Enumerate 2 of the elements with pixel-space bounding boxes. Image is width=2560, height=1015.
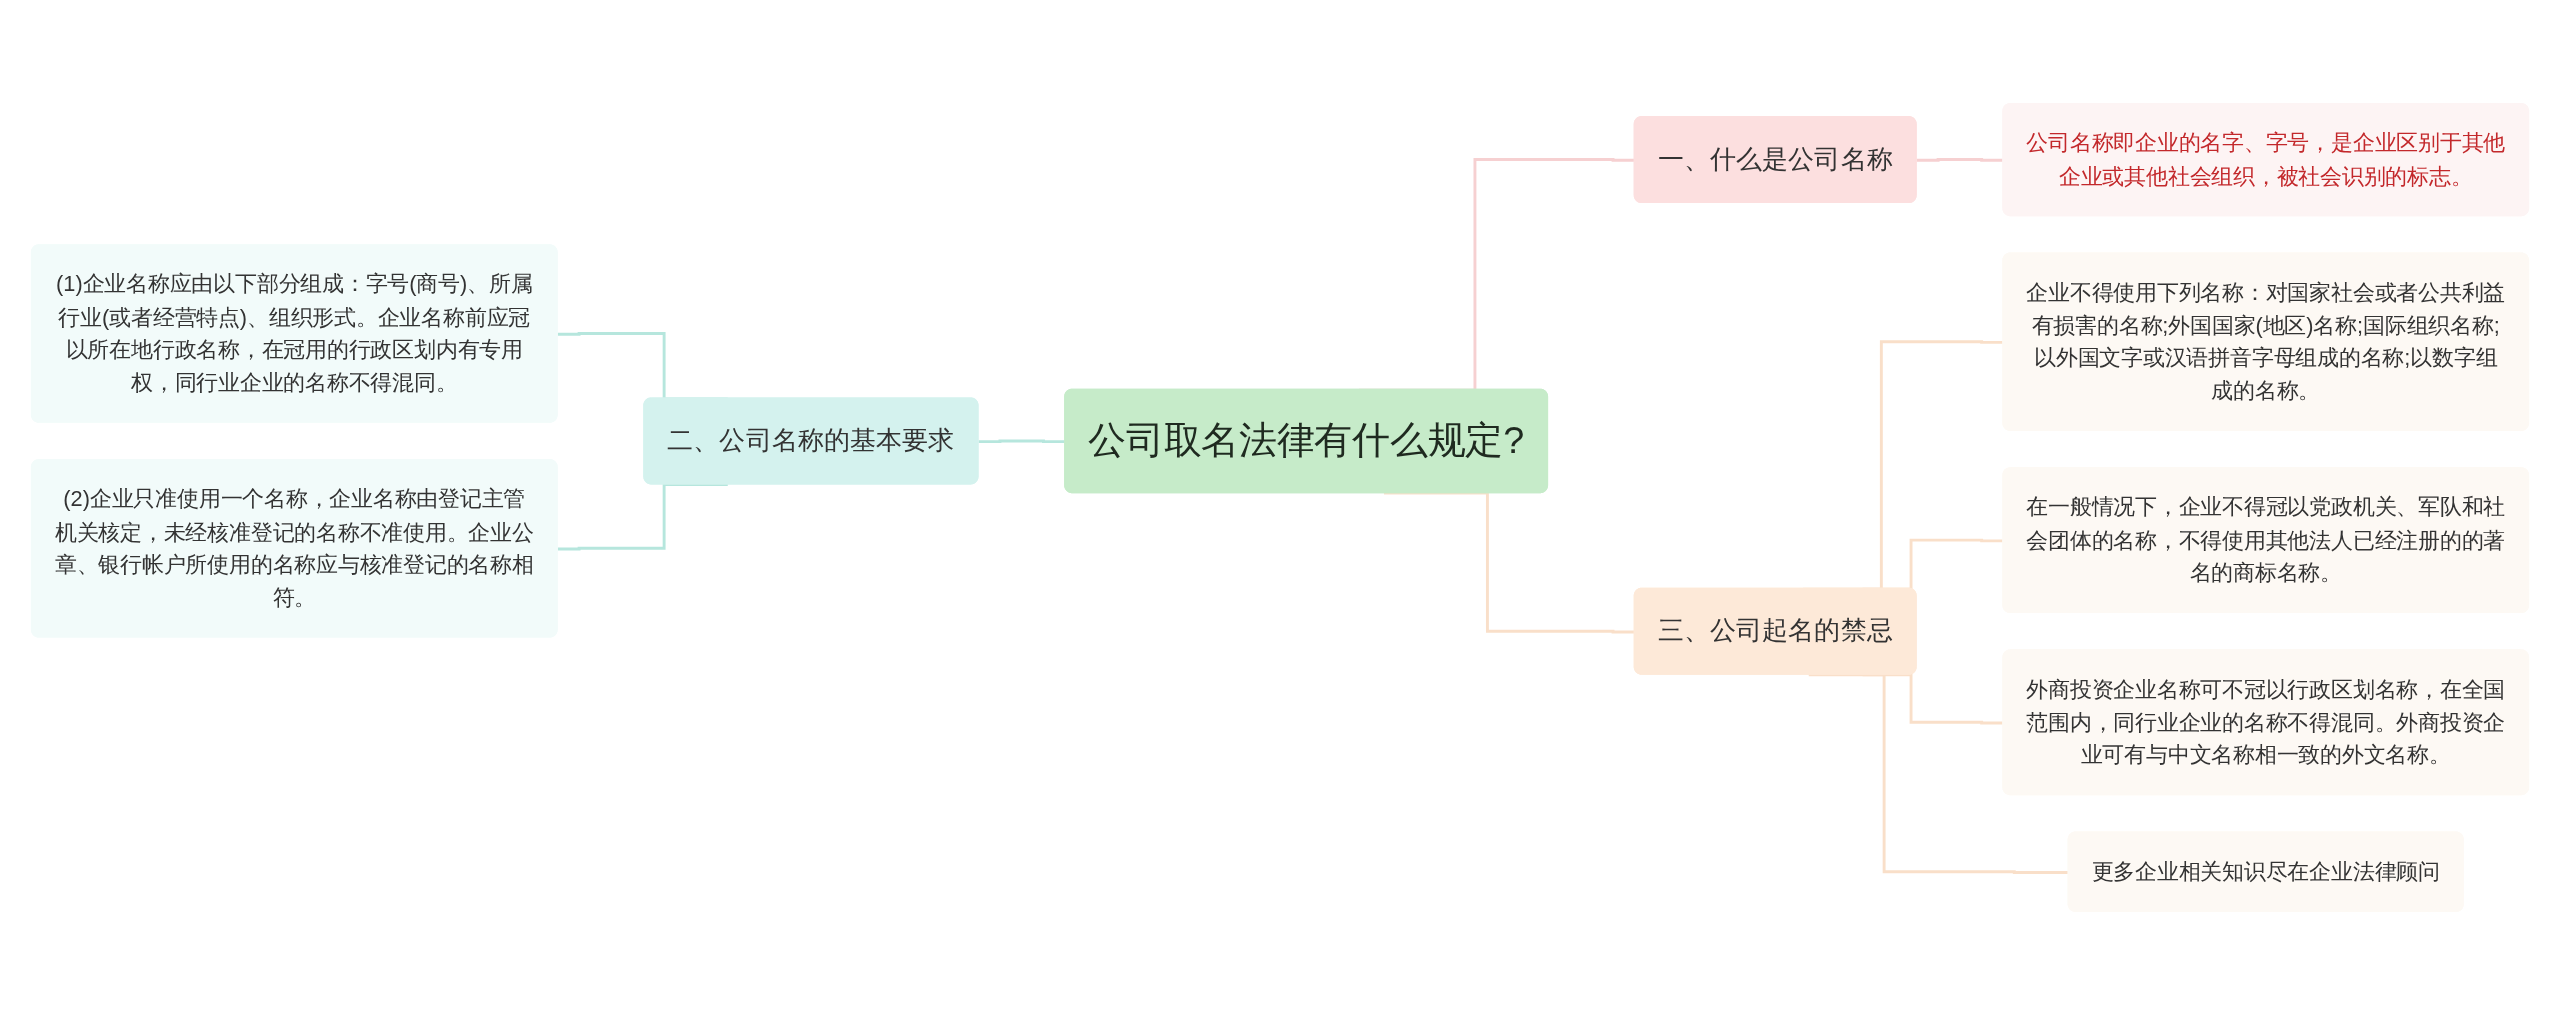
connector <box>1916 158 2004 162</box>
connector <box>557 483 728 551</box>
